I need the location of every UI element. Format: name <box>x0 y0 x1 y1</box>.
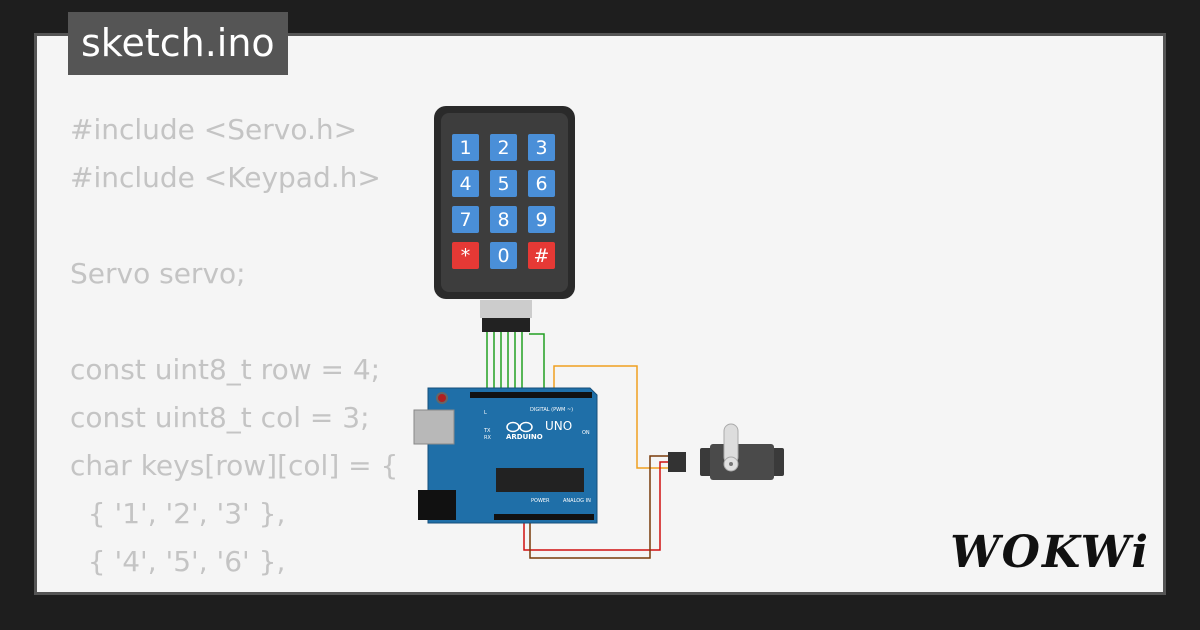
keypad-key[interactable] <box>528 242 555 269</box>
keypad-key-label: # <box>534 245 550 267</box>
wires <box>486 330 672 559</box>
wire-keypad-7 <box>529 333 545 395</box>
arduino-uno: UNO ARDUINO DIGITAL (PWM ~) POWER ANALOG… <box>413 387 598 524</box>
keypad-key-label: * <box>461 245 471 267</box>
power-label: POWER <box>531 498 550 504</box>
servo-motor <box>668 423 784 480</box>
code-line: { '1', '2', '3' }, <box>70 497 286 530</box>
keypad-key-label: 2 <box>497 137 509 159</box>
keypad-key[interactable] <box>452 134 479 161</box>
power-jack <box>418 490 456 520</box>
header-power <box>494 514 594 520</box>
rx-label: RX <box>484 435 491 441</box>
keypad-key[interactable] <box>490 170 517 197</box>
analog-label: ANALOG IN <box>563 498 591 504</box>
usb-port <box>413 409 455 445</box>
keypad-key-label: 5 <box>497 173 509 195</box>
chip <box>496 468 584 492</box>
code-line: const uint8_t col = 3; <box>70 401 370 434</box>
code-line: const uint8_t row = 4; <box>70 353 381 386</box>
keypad-key-label: 1 <box>459 137 471 159</box>
digital-label: DIGITAL (PWM ~) <box>530 407 573 413</box>
keypad-key-label: 3 <box>535 137 547 159</box>
keypad-key[interactable] <box>528 206 555 233</box>
code-line: #include <Keypad.h> <box>70 161 381 194</box>
reset-button <box>436 392 448 404</box>
keypad-key[interactable] <box>452 242 479 269</box>
wokwi-logo: WOKWi <box>950 527 1150 578</box>
keypad-key-label: 0 <box>497 245 509 267</box>
code-line: { '4', '5', '6' }, <box>70 545 286 578</box>
keypad-key-label: 4 <box>459 173 471 195</box>
wire-gnd <box>529 455 672 559</box>
keypad: 1 2 3 4 5 6 7 8 9 * 0 # <box>434 106 575 332</box>
keypad-key-label: 6 <box>535 173 547 195</box>
keypad-key[interactable] <box>490 134 517 161</box>
code-editor[interactable]: #include <Servo.h> #include <Keypad.h> Ser… <box>70 106 399 592</box>
keypad-key[interactable] <box>528 170 555 197</box>
keypad-key[interactable] <box>452 170 479 197</box>
wire-vcc <box>523 461 672 551</box>
arduino-model: UNO <box>545 419 572 433</box>
keypad-key-label: 8 <box>497 209 509 231</box>
code-line: Servo servo; <box>70 257 246 290</box>
wire-signal <box>553 365 672 469</box>
on-label: ON <box>582 430 590 436</box>
editor-panel: #include <Servo.h> #include <Keypad.h> Ser… <box>34 33 1166 595</box>
code-line: #include <Servo.h> <box>70 113 358 146</box>
keypad-key-label: 9 <box>535 209 547 231</box>
header-digital <box>470 392 592 398</box>
l-label: L <box>484 410 487 416</box>
tx-label: TX <box>483 428 491 434</box>
arduino-brand: ARDUINO <box>506 433 543 441</box>
code-line: char keys[row][col] = { <box>70 449 399 482</box>
file-tab[interactable]: sketch.ino <box>68 12 288 75</box>
keypad-key-label: 7 <box>459 209 471 231</box>
keypad-key[interactable] <box>490 242 517 269</box>
arduino-logo-icon <box>506 421 533 433</box>
keypad-key[interactable] <box>490 206 517 233</box>
keypad-key[interactable] <box>528 134 555 161</box>
keypad-key[interactable] <box>452 206 479 233</box>
